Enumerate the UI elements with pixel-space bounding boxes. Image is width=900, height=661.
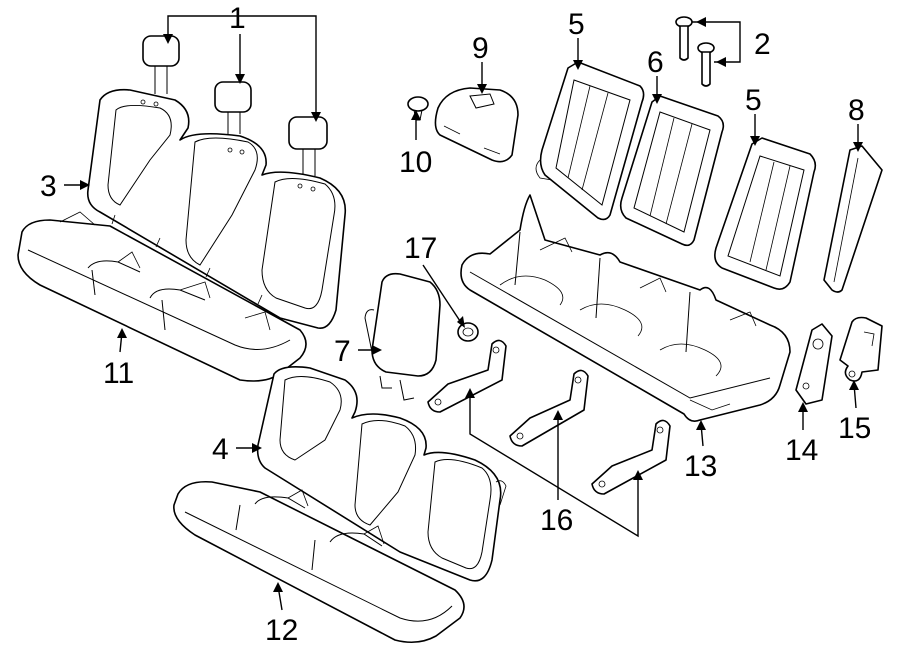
callout-2: 2 — [754, 28, 771, 61]
callout-10: 10 — [399, 146, 432, 179]
callout-6: 6 — [647, 46, 664, 79]
trim-cover — [434, 87, 519, 163]
callout-9: 9 — [472, 32, 489, 65]
end-cap — [839, 316, 883, 382]
callout-4: 4 — [212, 433, 229, 466]
headrest-right — [288, 116, 328, 176]
headrest-center — [214, 81, 252, 134]
callout-7: 7 — [334, 335, 351, 368]
callout-12: 12 — [265, 614, 298, 647]
callout-8: 8 — [848, 94, 865, 127]
callout-5-right: 5 — [745, 84, 762, 117]
arrowheads — [80, 17, 863, 592]
hinge-bracket-1 — [427, 339, 507, 413]
seat-frame — [460, 194, 791, 422]
callout-3: 3 — [40, 170, 57, 203]
callout-15: 15 — [838, 412, 871, 445]
callout-1: 1 — [229, 2, 246, 35]
rear-seat-cushion — [17, 211, 307, 382]
grommet — [457, 322, 479, 342]
front-seat-cushion — [173, 480, 465, 644]
callout-11: 11 — [103, 357, 134, 390]
callout-16: 16 — [540, 504, 573, 537]
guide-sleeves — [675, 16, 715, 87]
seat-back-frame-left — [535, 61, 645, 221]
headrest-left — [142, 35, 180, 94]
side-bracket — [795, 323, 833, 405]
callout-14: 14 — [785, 434, 818, 467]
callout-13: 13 — [684, 450, 717, 483]
callout-17: 17 — [404, 232, 437, 265]
seat-back-frame-center — [619, 95, 725, 247]
callout-5-left: 5 — [568, 8, 585, 41]
seat-back-frame-right — [714, 137, 817, 290]
hinge-bracket-3 — [591, 419, 671, 495]
hinge-bracket-2 — [509, 369, 589, 447]
front-seat-back — [256, 366, 507, 582]
trim-panel — [823, 145, 883, 293]
hinge-cover — [364, 272, 441, 401]
rear-seat-back — [86, 88, 347, 329]
